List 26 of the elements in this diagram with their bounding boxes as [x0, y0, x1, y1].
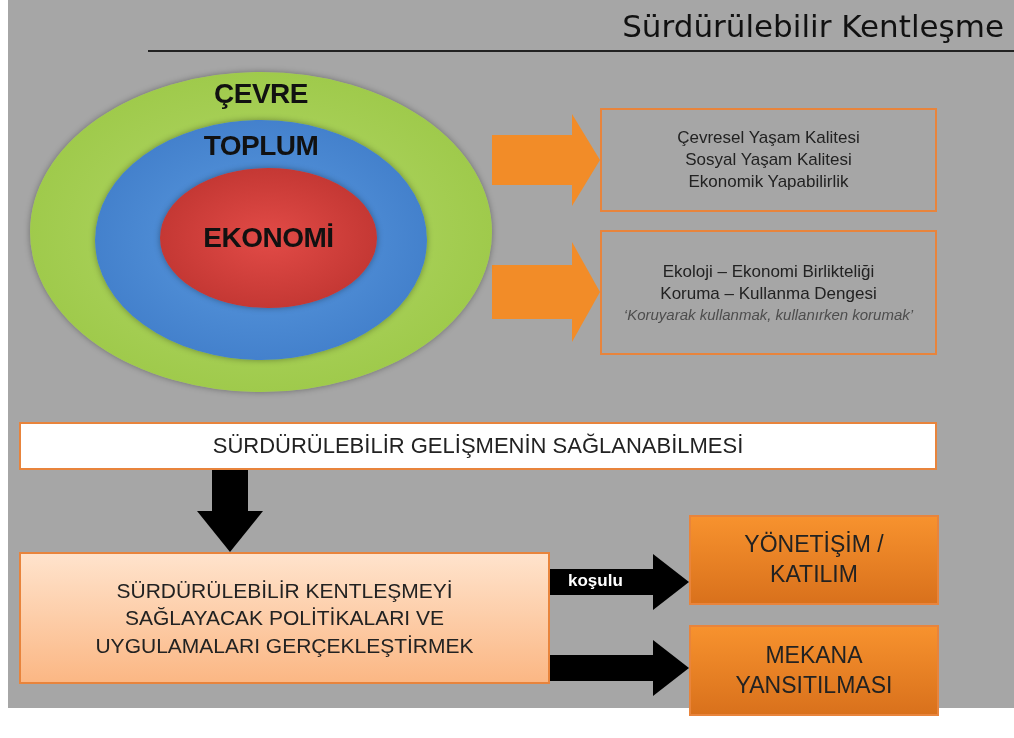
- box-text: Ekonomik Yapabilirlik: [688, 171, 849, 194]
- arrow: [550, 554, 689, 610]
- arrow: [550, 640, 689, 696]
- text-box: [600, 230, 937, 355]
- box-text: MEKANA YANSITILMASI: [734, 640, 894, 700]
- ellipse-label: ÇEVRE: [214, 78, 308, 110]
- quote-text: ‘Koruyarak kullanmak, kullanırken korumak’: [623, 304, 914, 325]
- box-text: Ekoloji – Ekonomi Birlikteliği: [662, 260, 875, 283]
- box-text: Çevresel Yaşam Kalitesi: [677, 126, 860, 149]
- edge-label: koşulu: [566, 571, 625, 591]
- box-text: SÜRDÜRÜLEBİLİR GELİŞMENİN SAĞLANABİLMESİ: [212, 431, 744, 460]
- text-box: [689, 515, 939, 605]
- text-box: [689, 625, 939, 716]
- box-text: Koruma – Kullanma Dengesi: [660, 282, 877, 305]
- ellipse-label: EKONOMİ: [203, 222, 334, 254]
- text-box: [19, 422, 937, 470]
- box-text: SÜRDÜRÜLEBİLİR KENTLEŞMEYİ SAĞLAYACAK POLİTİKALARI VE UYGULAMALARI GERÇEKLEŞTİRMEK: [94, 578, 475, 659]
- text-box: [600, 108, 937, 212]
- ellipse-label: TOPLUM: [203, 130, 319, 162]
- text-box: [19, 552, 550, 684]
- box-text: Sosyal Yaşam Kalitesi: [685, 148, 852, 171]
- block-arrow: [492, 242, 600, 342]
- title: Sürdürülebilir Kentleşme: [622, 8, 1004, 44]
- arrow: [197, 470, 263, 552]
- box-text: YÖNETİŞİM / KATILIM: [743, 530, 885, 589]
- block-arrow: [492, 114, 600, 206]
